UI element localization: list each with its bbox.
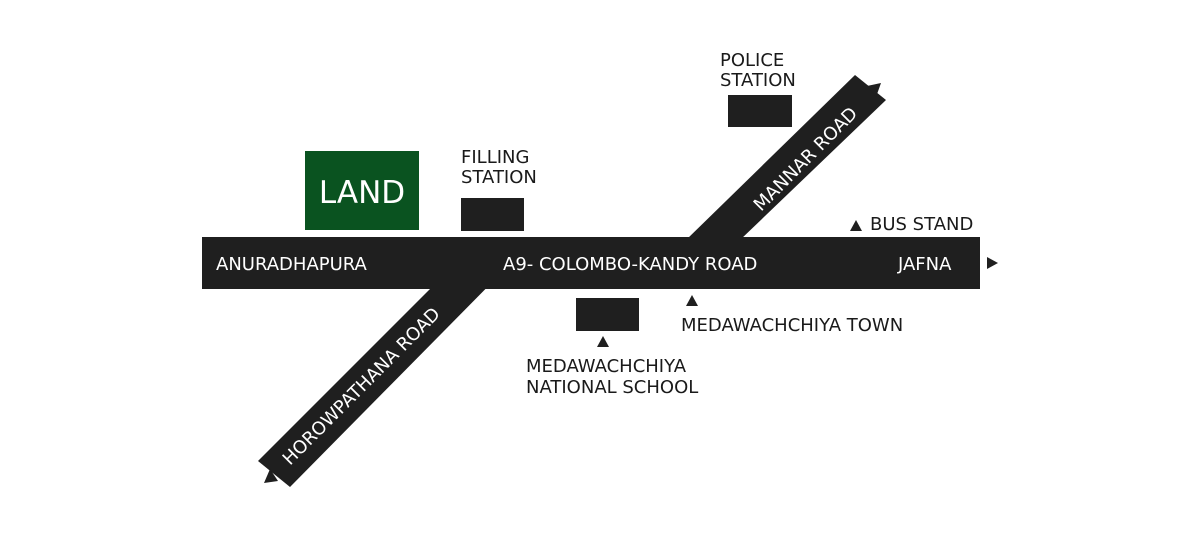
bus-stand-label: BUS STAND bbox=[870, 214, 973, 235]
a9-main-road bbox=[202, 237, 980, 289]
police-station-label-line1: POLICE bbox=[720, 50, 784, 71]
jafna-label: JAFNA bbox=[897, 254, 952, 275]
land-label: LAND bbox=[319, 175, 405, 211]
jafna-direction-arrow bbox=[987, 257, 998, 269]
filling-station-label-line2: STATION bbox=[461, 167, 537, 188]
medawachchiya-town-marker-icon bbox=[686, 295, 698, 306]
medawachchiya-town-label: MEDAWACHCHIYA TOWN bbox=[681, 315, 903, 336]
school-building bbox=[576, 298, 639, 331]
a9-road-label: A9- COLOMBO-KANDY ROAD bbox=[503, 254, 757, 275]
filling-station-building bbox=[461, 198, 524, 231]
police-station-building bbox=[728, 95, 792, 127]
horowpathana-direction-arrow bbox=[264, 469, 278, 483]
horowpathana-road-label: HOROWPATHANA ROAD bbox=[279, 304, 445, 470]
school-label-line1: MEDAWACHCHIYA bbox=[526, 356, 687, 377]
land-marker bbox=[305, 151, 419, 230]
police-station-label-line2: STATION bbox=[720, 70, 796, 91]
mannar-road bbox=[686, 75, 886, 240]
school-label-line2: NATIONAL SCHOOL bbox=[526, 377, 698, 398]
bus-stand-marker-icon bbox=[850, 220, 862, 231]
school-marker-icon bbox=[597, 336, 609, 347]
anuradhapura-label: ANURADHAPURA bbox=[216, 254, 368, 275]
mannar-direction-arrow bbox=[867, 83, 881, 97]
filling-station-label-line1: FILLING bbox=[461, 147, 529, 168]
horowpathana-road bbox=[258, 256, 518, 487]
